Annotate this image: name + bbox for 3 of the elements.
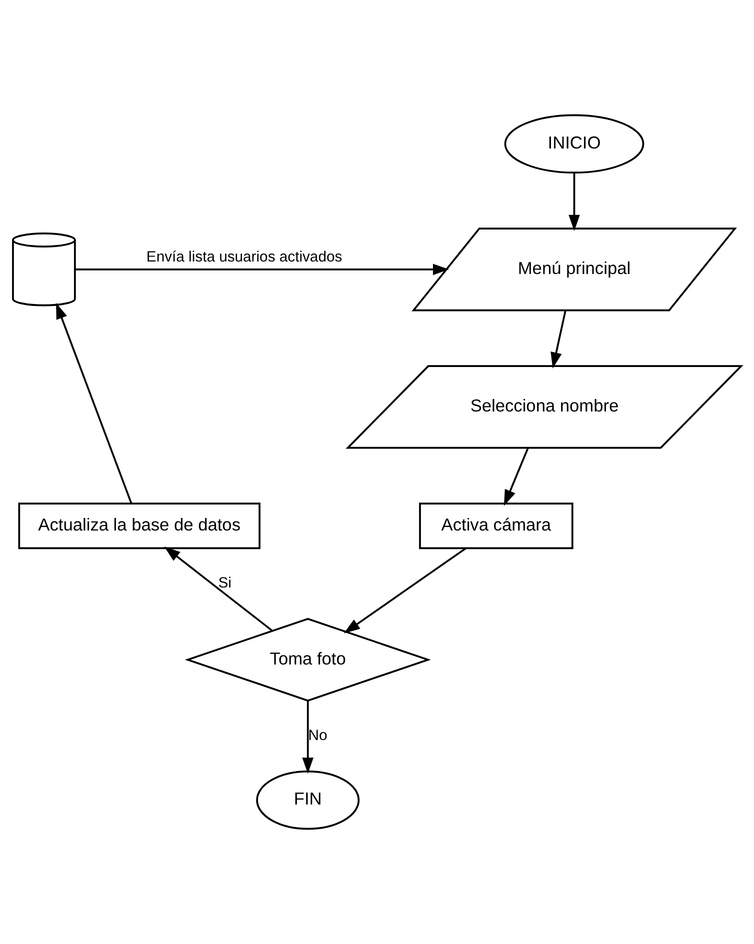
edge-label: No	[308, 728, 328, 744]
edge-label: Envía lista usuarios activados	[146, 249, 342, 266]
edge-label: Si	[218, 575, 232, 592]
